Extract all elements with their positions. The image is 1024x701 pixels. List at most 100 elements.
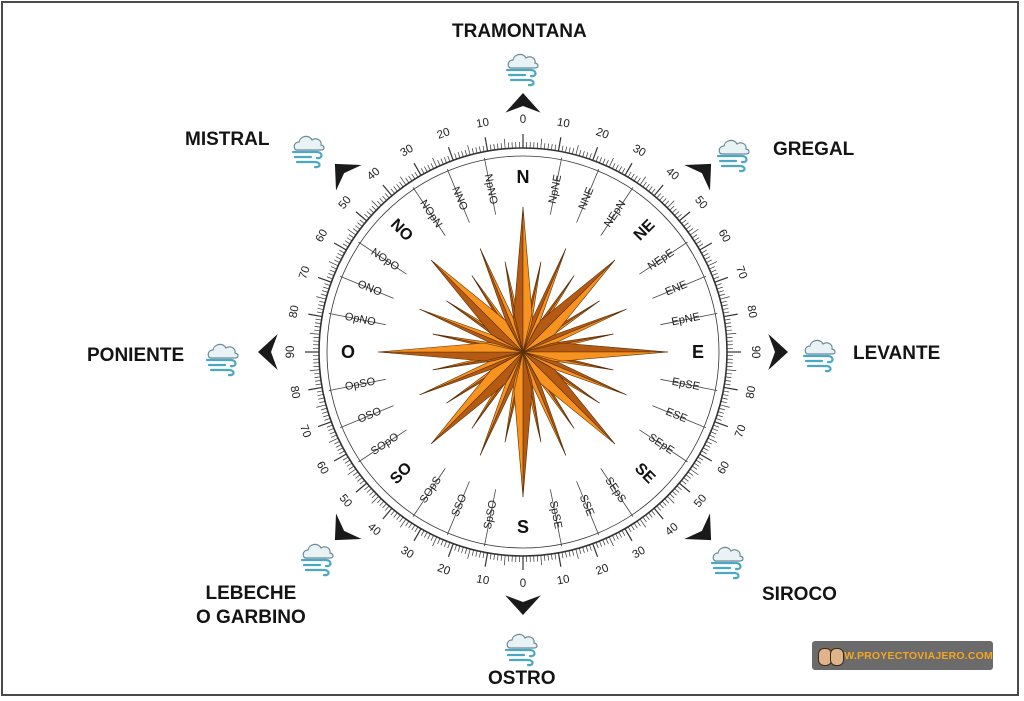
degree-tick	[704, 256, 711, 260]
degree-tick	[339, 450, 345, 455]
degree-tick	[427, 533, 431, 540]
degree-tick	[612, 535, 616, 541]
degree-tick	[683, 222, 689, 227]
degree-tick	[366, 488, 372, 493]
point-spoke	[600, 468, 634, 517]
degree-tick	[399, 516, 404, 523]
degree-tick	[671, 490, 677, 496]
degree-tick	[430, 163, 434, 169]
degree-label: 0	[520, 114, 526, 126]
degree-tick	[329, 431, 336, 435]
degree-tick	[724, 322, 732, 324]
degree-tick	[695, 240, 702, 245]
degree-tick	[355, 225, 361, 230]
degree-tick	[384, 505, 390, 511]
degree-tick	[399, 181, 404, 188]
point-label: ONO	[356, 278, 384, 299]
degree-label: 80	[744, 304, 758, 319]
degree-tick	[382, 503, 387, 509]
degree-label: 10	[475, 573, 490, 587]
degree-tick	[621, 530, 626, 536]
point-spoke	[660, 378, 718, 392]
degree-tick	[371, 496, 379, 504]
degree-tick	[669, 493, 675, 499]
degree-tick	[461, 546, 464, 553]
degree-tick	[396, 184, 401, 190]
degree-label: 10	[475, 117, 490, 131]
degree-tick	[464, 548, 468, 554]
wind-cloud-icon	[205, 343, 239, 377]
degree-tick	[724, 380, 732, 382]
wind-cloud-icon	[291, 135, 325, 169]
degree-tick	[716, 286, 723, 290]
degree-tick	[709, 434, 715, 438]
watermark-url: WWW.PROYECTOVIAJERO.COM	[824, 649, 993, 662]
degree-tick	[344, 240, 351, 245]
degree-tick	[364, 485, 370, 491]
degree-tick	[493, 143, 495, 151]
degree-tick	[702, 447, 709, 451]
degree-tick	[714, 421, 729, 428]
degree-tick	[326, 424, 333, 428]
wind-label-siroco: SIROCO	[762, 584, 837, 605]
degree-tick	[685, 474, 691, 479]
degree-tick	[715, 418, 722, 421]
degree-tick	[369, 208, 375, 214]
degree-tick	[346, 462, 353, 467]
degree-label: 80	[744, 385, 758, 400]
degree-tick	[618, 531, 622, 538]
degree-label: 20	[594, 562, 610, 578]
degree-tick	[420, 168, 425, 174]
degree-tick	[315, 383, 322, 386]
degree-tick	[328, 273, 334, 276]
degree-tick	[720, 300, 727, 303]
degree-tick	[413, 528, 422, 542]
wind-cloud-icon	[505, 53, 539, 87]
degree-tick	[399, 176, 407, 186]
degree-tick	[633, 175, 638, 182]
degree-tick	[315, 318, 322, 321]
degree-tick	[681, 219, 687, 224]
degree-tick	[543, 143, 546, 150]
degree-tick	[447, 542, 451, 549]
degree-tick	[348, 234, 355, 239]
degree-tick	[447, 155, 451, 162]
degree-tick	[329, 269, 336, 273]
degree-tick	[659, 195, 664, 201]
degree-tick	[457, 545, 461, 552]
degree-tick	[376, 200, 382, 206]
degree-tick	[503, 138, 506, 149]
degree-tick	[366, 211, 372, 216]
degree-label: 30	[630, 545, 647, 562]
degree-tick	[355, 474, 361, 479]
degree-tick	[723, 386, 738, 391]
degree-tick	[685, 225, 691, 230]
degree-tick	[706, 441, 712, 445]
degree-tick	[376, 498, 382, 504]
degree-tick	[364, 213, 370, 219]
degree-tick	[405, 520, 410, 527]
degree-tick	[717, 290, 724, 293]
degree-tick	[725, 326, 732, 328]
degree-tick	[575, 548, 579, 559]
degree-tick	[710, 269, 717, 273]
degree-tick	[725, 372, 732, 375]
degree-tick	[678, 482, 691, 493]
degree-tick	[661, 198, 667, 204]
point-spoke	[652, 405, 707, 429]
degree-tick	[478, 146, 481, 153]
degree-tick	[414, 171, 419, 178]
degree-tick	[314, 322, 322, 324]
degree-tick	[710, 431, 717, 435]
point-spoke	[549, 157, 563, 215]
degree-tick	[334, 441, 340, 445]
degree-tick	[572, 549, 575, 556]
point-spoke	[339, 275, 394, 299]
degree-tick	[457, 152, 461, 159]
wind-label-gregal: GREGAL	[773, 139, 855, 160]
degree-tick	[461, 151, 464, 158]
point-label: NNO	[449, 185, 470, 213]
degree-tick	[471, 148, 474, 155]
point-spoke	[600, 187, 634, 236]
degree-tick	[648, 512, 653, 518]
